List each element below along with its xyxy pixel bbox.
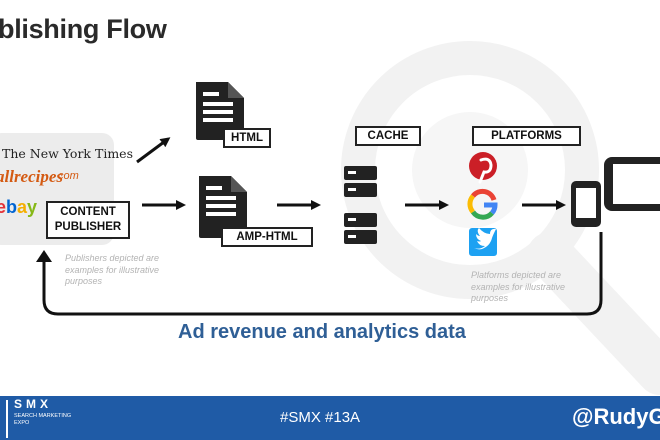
tablet-icon	[604, 157, 660, 211]
html-document-icon	[196, 82, 244, 140]
nyt-logo: The New York Times	[2, 146, 133, 161]
feedback-loop-line	[42, 232, 603, 316]
smx-logo-subtitle: SEARCH MARKETING EXPO	[14, 413, 72, 426]
platforms-note: Platforms depicted are examples for illu…	[471, 270, 566, 303]
allrecipes-logo-suffix: com	[58, 170, 79, 182]
pinterest-icon	[469, 152, 497, 184]
feedback-label: Ad revenue and analytics data	[178, 321, 466, 343]
smx-logo: SMX	[14, 397, 53, 411]
slide-title: blishing Flow	[0, 14, 167, 44]
footer-bar	[0, 396, 660, 440]
cache-label: CACHE	[355, 126, 421, 146]
arrow-to-html	[136, 137, 171, 164]
content-publisher-label: CONTENT PUBLISHER	[46, 201, 130, 239]
ebay-logo: ebay	[0, 197, 38, 217]
amp-document-icon	[199, 176, 247, 238]
html-label: HTML	[223, 128, 271, 148]
content-publisher-line1: CONTENT	[60, 206, 116, 218]
feedback-arrowhead	[36, 250, 52, 262]
content-publisher-line2: PUBLISHER	[54, 221, 122, 233]
amp-html-label: AMP-HTML	[221, 227, 313, 247]
phone-icon	[571, 181, 601, 227]
google-icon	[467, 188, 498, 220]
flow-diagram	[36, 82, 660, 316]
event-hashtag: #SMX #13A	[280, 409, 361, 426]
speaker-handle: @RudyG	[572, 404, 660, 429]
smx-logo-bar	[6, 400, 8, 438]
publishers-note: Publishers depicted are examples for ill…	[65, 253, 160, 286]
twitter-icon	[469, 228, 497, 256]
allrecipes-logo: allrecipes	[0, 167, 64, 186]
cache-server-icon	[344, 166, 377, 244]
platforms-label: PLATFORMS	[472, 126, 581, 146]
